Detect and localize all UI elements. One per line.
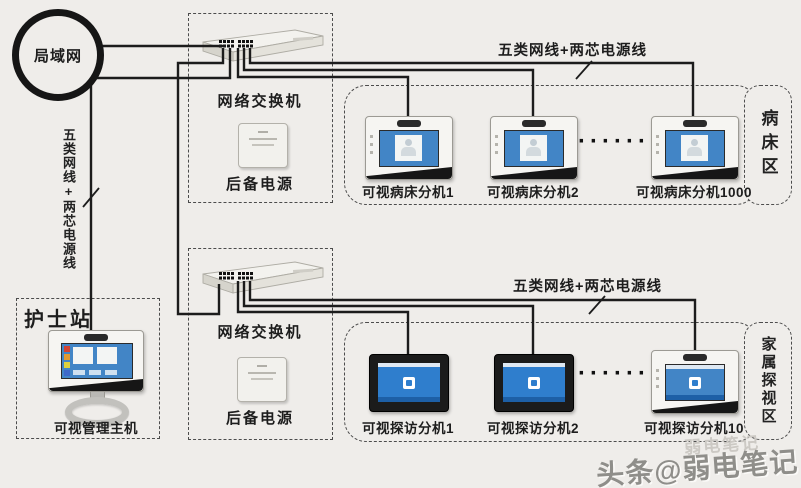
visit-extension-1-device	[369, 354, 449, 412]
host-camera	[84, 334, 108, 341]
bed-zone-tab-label: 病床区	[758, 109, 778, 181]
visit-zone-tab-label: 家属探视区	[759, 336, 777, 426]
backup-power-bottom	[237, 357, 287, 402]
backup-top-label: 后备电源	[225, 176, 294, 193]
bed-zone-tab: 病床区	[744, 85, 792, 205]
management-host-device	[48, 330, 144, 427]
visit-zone-ellipsis: ······	[578, 360, 650, 387]
switch-top-label: 网络交换机	[217, 93, 303, 110]
nurse-station-box	[16, 298, 160, 439]
visit-extension-10-device	[651, 350, 739, 414]
host-screen	[61, 343, 133, 379]
management-host-label: 可视管理主机	[54, 421, 138, 436]
bed-extension-1-device	[365, 116, 453, 180]
lan-label: 局域网	[33, 47, 82, 65]
left-cable-label: 五类网线+两芯电源线	[61, 128, 76, 270]
backup-bottom-label: 后备电源	[225, 410, 294, 427]
left-cable-tick	[82, 187, 100, 208]
bottom-cable-tick	[588, 295, 606, 315]
visit-extension-1-label: 可视探访分机1	[361, 421, 454, 436]
top-cable-label: 五类网线+两芯电源线	[498, 43, 647, 59]
watermark: 头条@弱电笔记	[595, 445, 800, 488]
camera-slot	[683, 120, 707, 127]
bed-zone-ellipsis: ······	[578, 128, 650, 155]
network-switch-top	[202, 29, 324, 62]
bed-extension-2-label: 可视病床分机2	[486, 185, 579, 200]
host-bezel-swoosh	[49, 379, 143, 391]
camera-slot	[683, 354, 707, 361]
bed-extension-1000-label: 可视病床分机1000	[635, 185, 753, 200]
bottom-cable-label: 五类网线+两芯电源线	[513, 279, 662, 295]
network-switch-bottom	[202, 261, 324, 294]
bed-extension-1-label: 可视病床分机1	[361, 185, 454, 200]
visit-zone-tab: 家属探视区	[744, 322, 792, 440]
camera-slot	[397, 120, 421, 127]
camera-slot	[522, 120, 546, 127]
host-stand-base	[65, 397, 129, 427]
top-cable-tick	[575, 60, 593, 80]
bed-extension-1000-device	[651, 116, 739, 180]
backup-power-top	[238, 123, 288, 168]
visit-extension-2-device	[494, 354, 574, 412]
switch-bottom-label: 网络交换机	[217, 324, 303, 341]
nurse-station-title: 护士站	[24, 309, 93, 331]
visit-extension-10-label: 可视探访分机10	[643, 421, 745, 436]
visit-extension-2-label: 可视探访分机2	[486, 421, 579, 436]
lan-node: 局域网	[12, 9, 104, 101]
bed-extension-2-device	[490, 116, 578, 180]
